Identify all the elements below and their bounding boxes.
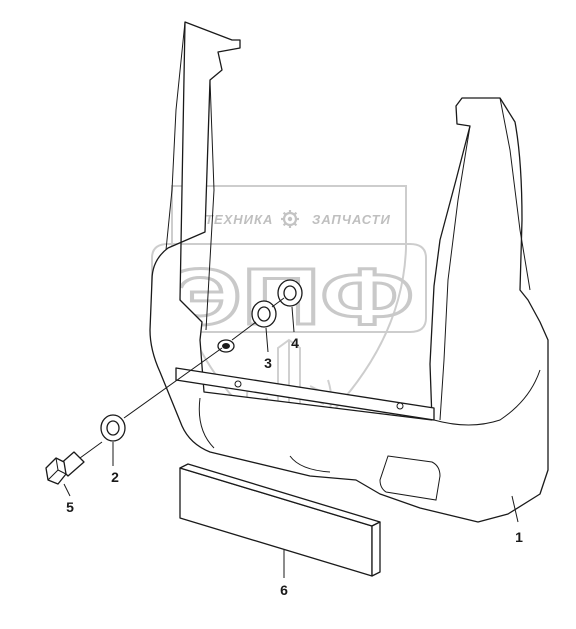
washer-upper-large — [277, 279, 303, 307]
axis-bolt-to-hole — [79, 347, 223, 459]
bolt-part — [45, 451, 85, 485]
bracket-right-arm-face — [439, 125, 471, 421]
bolt-head-edge — [47, 457, 67, 481]
gear-icon — [281, 210, 299, 228]
assembly-axes — [79, 297, 285, 459]
bracket-left-arm-face — [205, 79, 215, 331]
bracket-part — [149, 21, 549, 523]
bracket-right-arm-back — [499, 97, 531, 291]
leader-5 — [63, 483, 71, 497]
bracket-rail-hole-left — [234, 380, 242, 388]
bracket-rail-hole-right — [396, 402, 404, 410]
pad-side-edge — [371, 521, 381, 577]
pad-part — [179, 463, 381, 577]
callout-5: 5 — [66, 499, 74, 515]
callout-3: 3 — [264, 355, 272, 371]
washer-upper-small — [251, 300, 277, 328]
watermark-tagline-right: ЗАПЧАСТИ — [312, 212, 391, 227]
callout-labels: 1 2 3 4 5 6 — [66, 335, 523, 598]
washer-lower — [100, 414, 126, 442]
bracket-lower-pocket — [379, 455, 441, 501]
axis-hole-to-washers — [231, 297, 285, 341]
leader-lines — [63, 306, 519, 578]
leader-1 — [511, 495, 519, 523]
bracket-left-arm-edge — [165, 21, 186, 251]
pad-face — [179, 467, 373, 577]
leader-4 — [291, 306, 295, 333]
callout-4: 4 — [291, 335, 299, 351]
watermark-tagline-left: ТЕХНИКА — [205, 212, 273, 227]
leader-3 — [265, 327, 269, 353]
bolt-head — [45, 457, 67, 485]
callout-6: 6 — [280, 582, 288, 598]
bracket-lower-contour — [198, 397, 331, 473]
callout-2: 2 — [111, 469, 119, 485]
bracket-mount-hole-inner — [222, 343, 230, 349]
bracket-body — [149, 21, 549, 523]
callout-1: 1 — [515, 529, 523, 545]
bracket-side-contour — [433, 369, 541, 426]
